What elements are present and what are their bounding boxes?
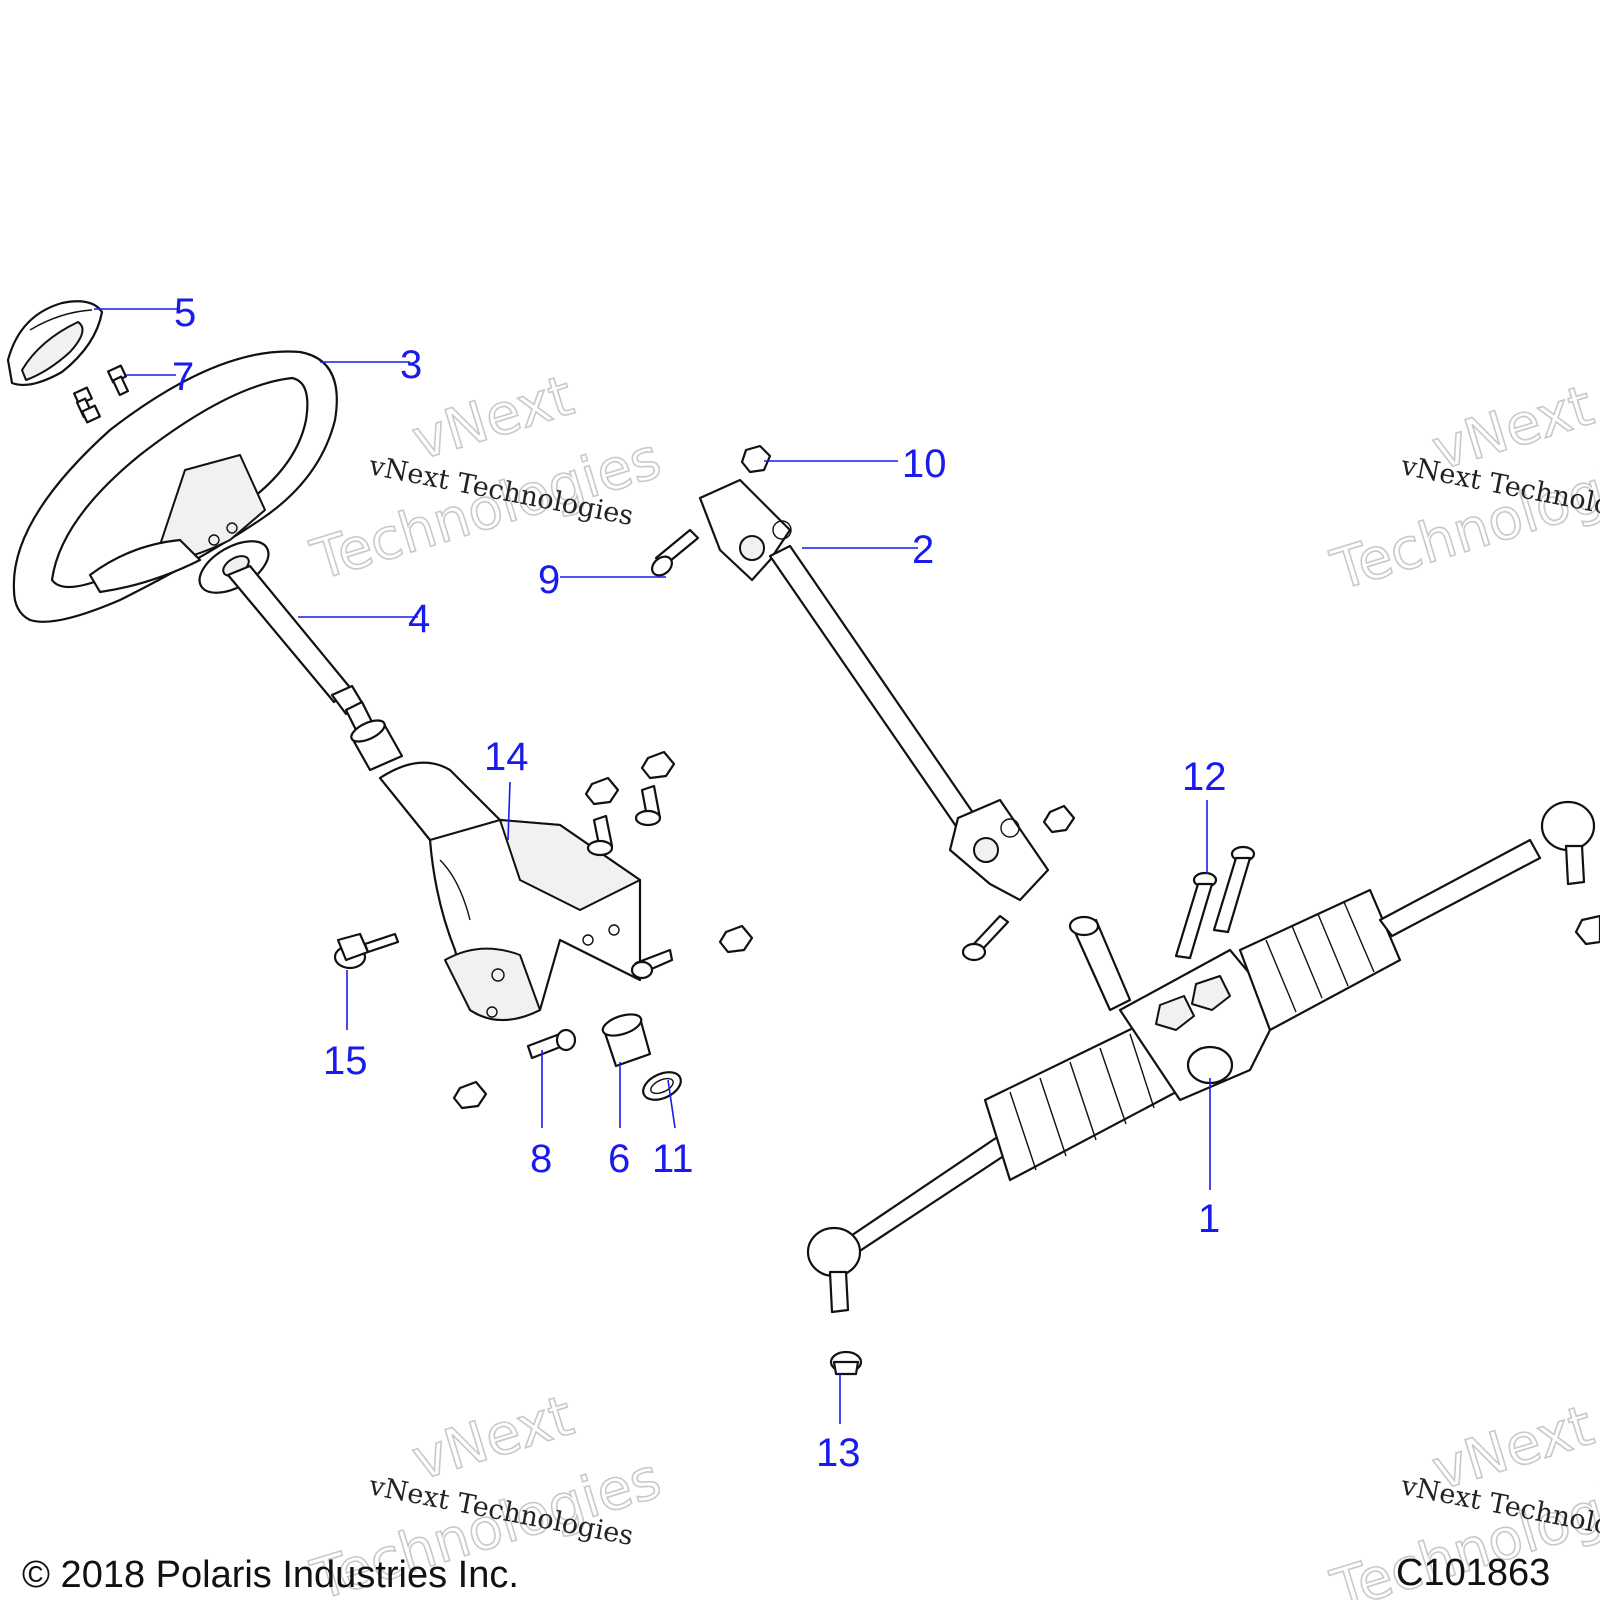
shaft-bushing (350, 719, 404, 772)
callout-7: 7 (172, 355, 194, 399)
leader-lines (94, 308, 1211, 1424)
leader-14 (507, 781, 511, 841)
bracket-fasteners (452, 750, 754, 1110)
callout-4: 4 (408, 597, 430, 641)
copyright-notice: © 2018 Polaris Industries Inc. (22, 1554, 519, 1596)
callout-2: 2 (912, 528, 934, 572)
part-12-bolts (1174, 845, 1256, 960)
callout-11: 11 (652, 1137, 694, 1181)
watermark-top-right: vNext Technologies vNext Technologies (1323, 373, 1600, 605)
part-7-screws (73, 364, 130, 424)
callout-labels: 1 2 3 4 5 6 7 8 9 10 11 12 13 14 15 (172, 291, 1227, 1475)
right-edge-nut (1574, 914, 1600, 946)
callout-12: 12 (1182, 755, 1227, 799)
part-6-bushing (601, 1013, 652, 1068)
callout-14: 14 (484, 735, 529, 779)
part-1-steering-rack (806, 800, 1596, 1314)
callout-5: 5 (174, 291, 196, 335)
callout-8: 8 (530, 1137, 552, 1181)
shaft-fasteners (961, 804, 1076, 962)
figure-id: C101863 (1396, 1552, 1551, 1594)
part-3-steering-wheel (12, 350, 338, 623)
callout-9: 9 (538, 558, 560, 602)
part-5-wheel-cover (6, 300, 104, 387)
callout-15: 15 (323, 1039, 368, 1083)
part-10-nut (740, 444, 772, 474)
part-2-intermediate-shaft (698, 478, 1050, 902)
watermark-top-left: vNext Technologies vNext Technologies (303, 363, 669, 595)
leader-11 (667, 1079, 676, 1129)
part-13-nut (829, 1350, 863, 1376)
callout-6: 6 (608, 1137, 630, 1181)
callout-3: 3 (400, 343, 422, 387)
part-15-bolt (333, 932, 400, 970)
part-8-bolt (526, 1028, 577, 1060)
part-4-steering-shaft (198, 540, 374, 732)
callout-1: 1 (1198, 1197, 1220, 1241)
callout-10: 10 (902, 442, 947, 486)
part-14-column-bracket (378, 761, 674, 1021)
part-9-bolt (651, 528, 700, 577)
callout-13: 13 (816, 1431, 861, 1475)
part-11-washer (642, 1071, 682, 1101)
